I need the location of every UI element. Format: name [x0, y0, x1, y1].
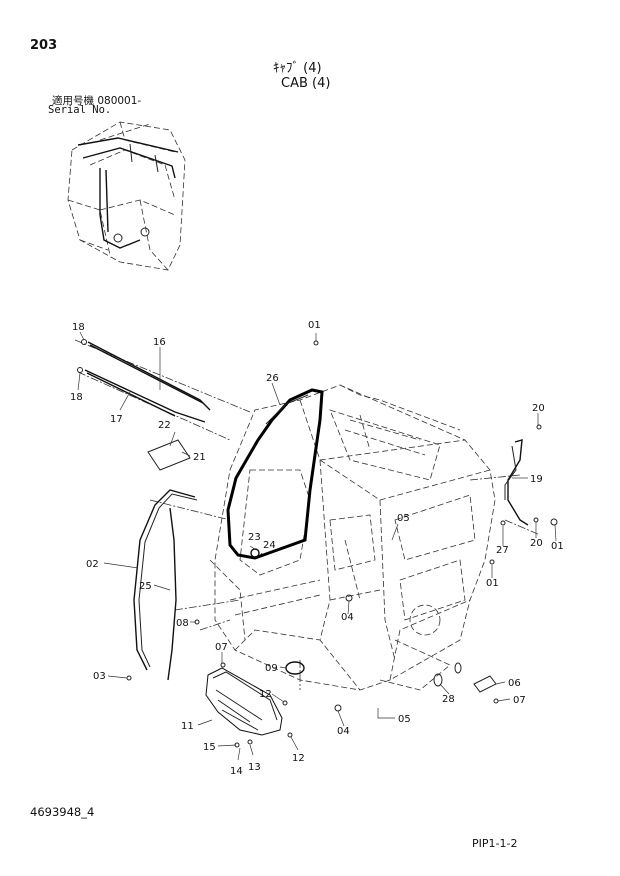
part-11-cover	[205, 667, 283, 736]
callout-28: 28	[442, 694, 455, 705]
callout-06: 06	[508, 678, 521, 689]
callout-11: 11	[181, 721, 194, 732]
callout-23: 23	[248, 532, 261, 543]
callout-18-top: 18	[72, 322, 85, 333]
callout-14: 14	[230, 766, 243, 777]
part-26-door-seal	[226, 388, 324, 560]
callout-27: 27	[496, 545, 509, 556]
callout-20-right: 20	[530, 538, 543, 549]
callout-01-mid: 01	[486, 578, 499, 589]
part-21-plate	[147, 439, 191, 471]
callout-18-bottom: 18	[70, 392, 83, 403]
callout-20-top: 20	[532, 403, 545, 414]
callout-25: 25	[139, 581, 152, 592]
page-title-japanese: ｷｬﾌﾞ (4)	[273, 61, 322, 76]
callout-01-right: 01	[551, 541, 564, 552]
callout-19: 19	[530, 474, 543, 485]
callout-22: 22	[158, 420, 171, 431]
callout-05-bottom: 05	[398, 714, 411, 725]
serial-number-label: Serial No.	[48, 104, 112, 116]
callout-05-center: 05	[397, 513, 410, 524]
callout-12-top: 12	[259, 689, 272, 700]
part-23-24-fitting	[250, 548, 260, 558]
part-16-17-rods	[77, 339, 211, 423]
leader-lines	[77, 331, 557, 761]
callout-01: 01	[308, 320, 321, 331]
page-title: CAB (4)	[281, 76, 331, 91]
page-reference: PIP1-1-2	[472, 837, 518, 850]
drawing-number: 4693948_4	[30, 805, 95, 819]
cab-frame-structure	[74, 339, 541, 691]
callout-04-bottom: 04	[337, 726, 350, 737]
callout-02: 02	[86, 559, 99, 570]
callout-09: 09	[265, 663, 278, 674]
callout-07-right: 07	[513, 695, 526, 706]
part-02-strip	[133, 489, 196, 671]
part-28-grommet	[433, 673, 443, 687]
part-25-strip	[167, 507, 177, 681]
callout-13: 13	[248, 762, 261, 773]
part-09-ring	[285, 661, 305, 675]
part-04-plug	[334, 704, 342, 712]
part-06-bracket	[473, 675, 497, 693]
callout-03: 03	[93, 671, 106, 682]
callout-12-bottom: 12	[292, 753, 305, 764]
callout-15: 15	[203, 742, 216, 753]
callout-04-center: 04	[341, 612, 354, 623]
callout-21: 21	[193, 452, 206, 463]
callout-08: 08	[176, 618, 189, 629]
callout-16: 16	[153, 337, 166, 348]
callout-labels: 01 16 18 18 26 17 22 21 20 19 05 27 20 0…	[70, 320, 564, 777]
callout-07-left: 07	[215, 642, 228, 653]
serial-range-label: 適用号機 080001-	[52, 95, 142, 107]
callout-26: 26	[266, 373, 279, 384]
callout-24: 24	[263, 540, 276, 551]
callout-17: 17	[110, 414, 123, 425]
part-19-bracket	[507, 439, 529, 526]
page-number: 203	[30, 38, 58, 53]
